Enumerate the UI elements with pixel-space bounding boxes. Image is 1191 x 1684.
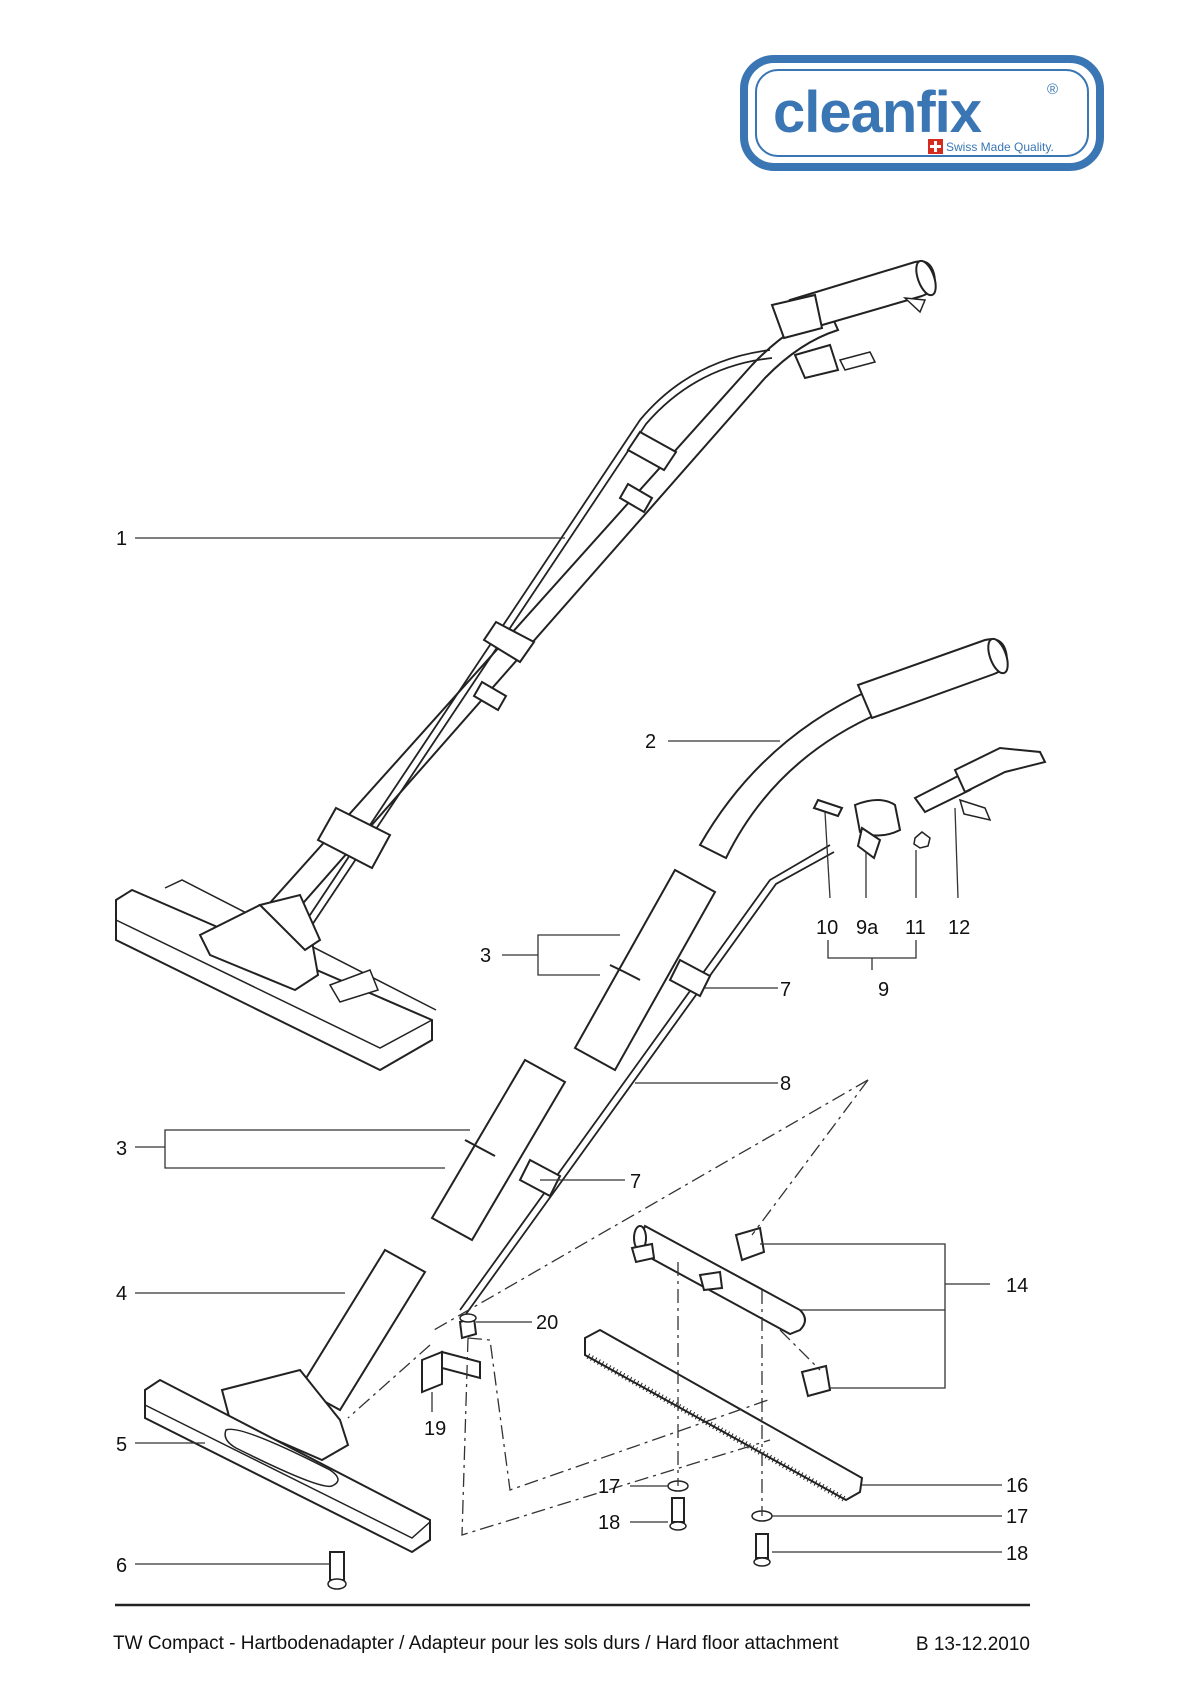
label-14: 14 (1006, 1275, 1028, 1297)
label-2: 2 (645, 731, 656, 753)
label-20: 20 (536, 1312, 558, 1334)
assembly-1-wand (116, 258, 940, 1070)
label-3b: 3 (116, 1138, 127, 1160)
label-9a: 9a (856, 917, 879, 939)
footer: TW Compact - Hartbodenadapter / Adapteur… (113, 1605, 1030, 1655)
label-19: 19 (424, 1418, 446, 1440)
logo-registered: ® (1047, 81, 1058, 98)
label-7a: 7 (780, 979, 791, 1001)
label-12: 12 (948, 917, 970, 939)
label-9: 9 (878, 979, 889, 1001)
swiss-cross-icon (928, 139, 943, 154)
label-5: 5 (116, 1434, 127, 1456)
cleanfix-logo: cleanfix ® Swiss Made Quality. (744, 59, 1100, 167)
assembly-2-exploded (145, 636, 1045, 1589)
footer-code: B 13-12.2010 (916, 1634, 1030, 1655)
label-6: 6 (116, 1555, 127, 1577)
footer-title: TW Compact - Hartbodenadapter / Adapteur… (113, 1633, 839, 1654)
label-7b: 7 (630, 1171, 641, 1193)
logo-brand: cleanfix (773, 80, 982, 145)
label-18b: 18 (1006, 1543, 1028, 1565)
label-1: 1 (116, 528, 127, 550)
label-8: 8 (780, 1073, 791, 1095)
label-17b: 17 (1006, 1506, 1028, 1528)
label-17a: 17 (598, 1476, 620, 1498)
label-4: 4 (116, 1283, 127, 1305)
label-10: 10 (816, 917, 838, 939)
label-11: 11 (905, 917, 926, 939)
logo-tagline: Swiss Made Quality. (946, 140, 1054, 154)
label-3a: 3 (480, 945, 491, 967)
label-16: 16 (1006, 1475, 1028, 1497)
label-18a: 18 (598, 1512, 620, 1534)
